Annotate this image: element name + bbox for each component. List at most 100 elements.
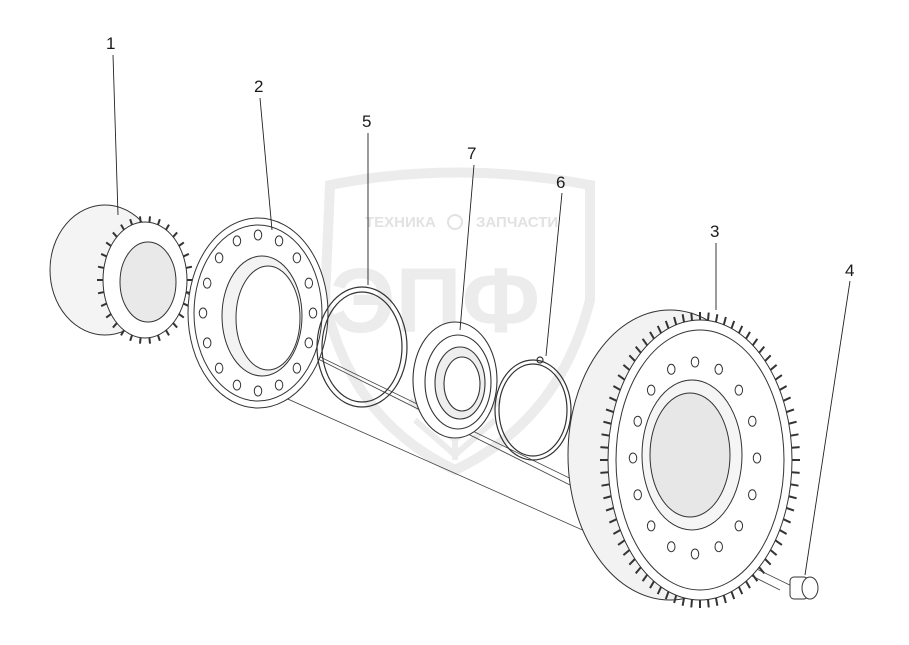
gear-tooth bbox=[673, 316, 678, 326]
gear-tooth bbox=[788, 420, 797, 425]
gear-tooth bbox=[148, 337, 152, 344]
bolt-hole bbox=[690, 356, 700, 368]
gear-tooth bbox=[138, 216, 142, 223]
gear-tooth bbox=[737, 325, 744, 334]
gear-tooth bbox=[148, 216, 152, 223]
leader-lines bbox=[112, 54, 851, 576]
bolt-hole bbox=[304, 337, 314, 349]
gear-tooth bbox=[782, 518, 792, 524]
bolt-hole bbox=[646, 384, 656, 396]
gear-tooth bbox=[791, 446, 800, 449]
gear-tooth bbox=[97, 291, 105, 295]
gear-tooth bbox=[786, 408, 795, 414]
gear-tooth bbox=[788, 495, 797, 500]
bolt-hole bbox=[633, 415, 642, 427]
gear-tooth bbox=[172, 231, 178, 238]
bolt-hole bbox=[202, 277, 212, 289]
gear-tooth bbox=[129, 334, 133, 342]
gear-tooth bbox=[100, 302, 108, 307]
gear-tooth bbox=[774, 374, 783, 381]
gear-tooth bbox=[603, 495, 612, 500]
bolt-hole bbox=[304, 277, 314, 289]
part-1-gear bbox=[49, 204, 193, 344]
bolt-hole bbox=[214, 362, 224, 374]
gear-tooth bbox=[603, 420, 612, 425]
gear-tooth bbox=[790, 483, 799, 487]
gear-tooth bbox=[138, 337, 142, 344]
bolt-hole bbox=[646, 520, 656, 532]
gear-tooth bbox=[601, 483, 610, 487]
gear-tooth bbox=[782, 396, 792, 402]
callout-4: 4 bbox=[845, 261, 854, 280]
bolt-hole bbox=[667, 363, 676, 375]
gear-tooth bbox=[601, 433, 610, 437]
gear-tooth bbox=[182, 253, 190, 258]
gear-tooth bbox=[722, 316, 727, 326]
part-5-snap-ring bbox=[316, 286, 408, 408]
gear-tooth bbox=[634, 345, 642, 354]
gear-tooth bbox=[641, 338, 649, 346]
bolt-hole bbox=[748, 489, 757, 501]
bolt-hole bbox=[292, 362, 302, 374]
gear-tooth bbox=[745, 331, 751, 340]
gear-tooth bbox=[185, 265, 193, 269]
bolt-hole bbox=[748, 415, 757, 427]
gear-tooth bbox=[774, 539, 783, 546]
bolt-hole bbox=[214, 252, 224, 264]
gear-tooth bbox=[730, 591, 736, 600]
gear-tooth bbox=[664, 320, 670, 329]
callout-5: 5 bbox=[362, 112, 371, 131]
gear-tooth bbox=[791, 471, 800, 474]
part-7-bearing bbox=[412, 321, 498, 439]
gear-tooth bbox=[790, 433, 799, 437]
watermark-text-left: ТЕХНИКА bbox=[365, 214, 436, 231]
bolt-hole bbox=[274, 235, 284, 247]
gear-tooth bbox=[100, 253, 108, 258]
gear-tooth bbox=[764, 558, 772, 566]
watermark-gear-icon bbox=[447, 214, 463, 230]
gear-tooth bbox=[779, 529, 788, 535]
gear-tooth bbox=[628, 558, 636, 566]
gear-tooth bbox=[178, 241, 185, 247]
gear-tooth bbox=[120, 224, 125, 231]
gear-tooth bbox=[608, 518, 618, 524]
gear-tooth bbox=[157, 334, 161, 342]
gear-tooth bbox=[745, 580, 751, 589]
bolt-hole bbox=[198, 307, 208, 319]
gear-tooth bbox=[165, 224, 170, 231]
gear-tooth bbox=[634, 566, 642, 575]
gear-tooth bbox=[649, 580, 655, 589]
bolt-hole bbox=[752, 452, 762, 464]
gear-tooth bbox=[617, 374, 626, 381]
gear-tooth bbox=[681, 314, 686, 323]
gear-tooth bbox=[656, 325, 663, 334]
part-3-large-gear bbox=[567, 309, 800, 608]
gear-tooth bbox=[722, 594, 727, 604]
callout-2: 2 bbox=[254, 77, 263, 96]
part-2-flange bbox=[187, 217, 329, 409]
callouts: 1 2 3 4 5 6 7 bbox=[106, 34, 854, 280]
gear-tooth bbox=[612, 385, 621, 391]
gear-tooth bbox=[157, 218, 161, 226]
gear-tooth bbox=[769, 364, 778, 371]
gear-tooth bbox=[769, 549, 778, 556]
callout-7: 7 bbox=[467, 144, 476, 163]
gear-tooth bbox=[600, 446, 609, 449]
gear-tooth bbox=[605, 408, 614, 414]
gear-tooth bbox=[120, 329, 125, 336]
gear-tooth bbox=[707, 312, 710, 321]
bolt-hole bbox=[308, 307, 318, 319]
bolt-hole bbox=[253, 385, 263, 397]
gear-tooth bbox=[617, 539, 626, 546]
bolt-hole bbox=[274, 379, 284, 391]
gear-tooth bbox=[97, 265, 105, 269]
gear-tooth bbox=[714, 597, 719, 606]
gear-tooth bbox=[605, 506, 614, 512]
gear-tooth bbox=[622, 549, 631, 556]
callout-1: 1 bbox=[106, 34, 115, 53]
bolt-hole bbox=[232, 379, 242, 391]
bolt-hole bbox=[690, 548, 700, 560]
gear-tooth bbox=[178, 313, 185, 319]
gear-tooth bbox=[764, 354, 772, 362]
gear-tooth bbox=[707, 599, 710, 608]
